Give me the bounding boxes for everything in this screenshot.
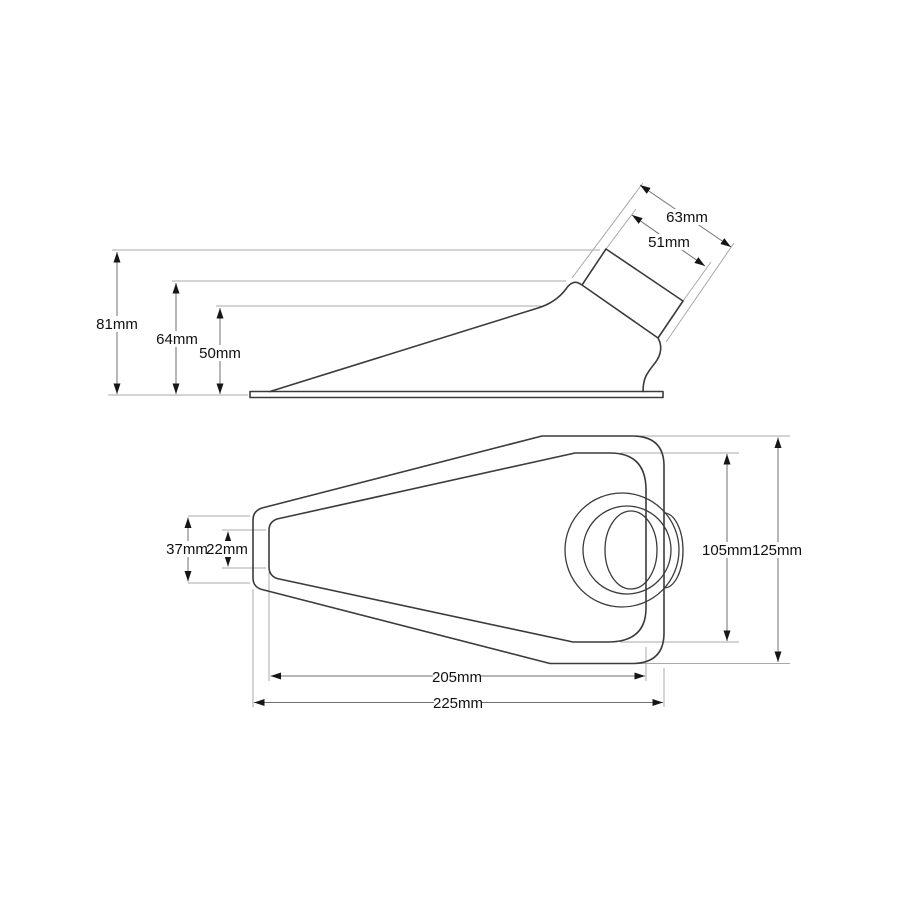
label-background	[703, 542, 751, 558]
side-view-part-outline	[249, 248, 684, 399]
base-plate-outline	[249, 390, 664, 399]
dim-label-spout-length-outer: 63mm	[664, 209, 710, 226]
extension-line-63-end	[665, 242, 735, 343]
dimension-label: 64mm	[156, 331, 198, 348]
extension-line-63-start	[571, 182, 644, 279]
side-view: 81mm 64mm 50mm 63mm 51mm	[96, 182, 735, 399]
label-background	[664, 209, 710, 225]
label-background	[753, 542, 801, 558]
dim-label-spout-length-inner: 51mm	[646, 234, 692, 251]
dim-label-length-inner: 205mm	[432, 669, 482, 686]
spout-boss-outer-circle	[564, 492, 680, 608]
dimension-label: 50mm	[199, 345, 241, 362]
label-background	[433, 669, 481, 685]
dim-label-length-outer: 225mm	[433, 695, 483, 712]
dim-label-total-height: 81mm	[96, 316, 138, 333]
plan-view-dimension-lines	[184, 437, 782, 707]
dim-label-shoulder-height: 64mm	[156, 331, 198, 348]
label-background	[97, 316, 137, 332]
dim-label-body-width-inner: 105mm	[702, 542, 752, 559]
side-view-dimension-labels: 81mm 64mm 50mm 63mm 51mm	[96, 209, 710, 362]
dimension-label: 22mm	[206, 541, 248, 558]
label-background	[167, 541, 207, 557]
side-view-dimension-lines	[113, 184, 732, 394]
extension-line-51-start	[605, 208, 637, 250]
dimension-label: 51mm	[648, 234, 690, 251]
dimension-label: 125mm	[752, 542, 802, 559]
spout-boss-inner-circle	[582, 505, 672, 595]
extension-line-51-end	[682, 261, 712, 302]
dimension-label: 105mm	[702, 542, 752, 559]
plan-view-extension-lines	[188, 435, 790, 707]
label-background	[157, 331, 197, 347]
dimension-label: 205mm	[432, 669, 482, 686]
dim-label-body-width-outer: 125mm	[752, 542, 802, 559]
spout-bore-ellipse	[604, 510, 658, 590]
label-background	[200, 345, 240, 361]
dim-label-nose-width-inner: 22mm	[206, 541, 248, 558]
plan-inner-outline	[268, 452, 647, 643]
side-view-extension-lines	[108, 182, 735, 396]
plan-view: 37mm 22mm 105mm 125mm 205mm 225mm	[166, 435, 802, 712]
plan-view-part-outline	[252, 435, 684, 665]
plan-outer-outline	[252, 435, 665, 665]
ramp-profile-outline	[269, 281, 582, 393]
spout-tip-bulge-arc	[663, 512, 684, 589]
plan-view-dimension-labels: 37mm 22mm 105mm 125mm 205mm 225mm	[166, 541, 802, 712]
spout-base-curve-outline	[642, 337, 662, 393]
dim-label-nose-width-outer: 37mm	[166, 541, 208, 558]
dimension-label: 63mm	[666, 209, 708, 226]
label-background	[434, 695, 482, 711]
spout-tube-outline	[581, 248, 684, 339]
dimension-label: 81mm	[96, 316, 138, 333]
dimension-label: 37mm	[166, 541, 208, 558]
dim-label-ramp-height: 50mm	[199, 345, 241, 362]
dimension-label: 225mm	[433, 695, 483, 712]
label-background	[207, 541, 247, 557]
label-background	[646, 234, 692, 250]
